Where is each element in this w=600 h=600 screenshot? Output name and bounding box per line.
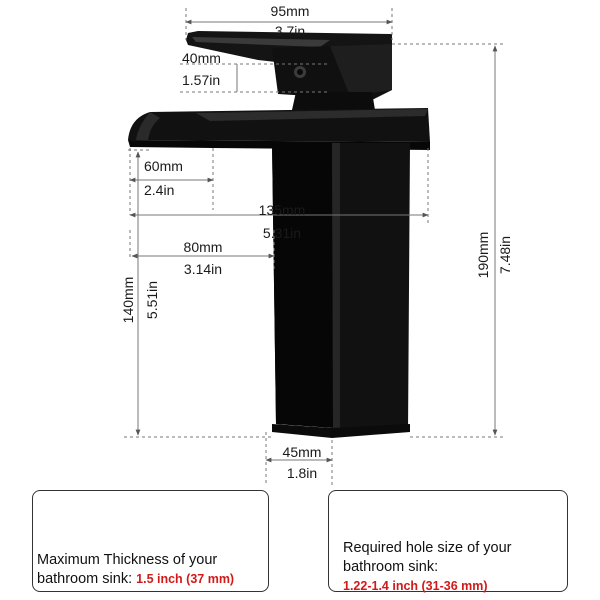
thickness-line1: Maximum Thickness of your [37,552,218,568]
spout-height-mm-label: 140mm [120,277,136,324]
width-top-in-label: 3.7in [275,23,305,39]
base-width-mm-label: 45mm [283,444,322,460]
thickness-line2: bathroom sink: [37,571,137,587]
base-width-in-label: 1.8in [287,465,317,481]
total-depth-in-label: 5.31in [263,225,301,241]
spout-reach-mm-label: 60mm [144,158,183,174]
hole-value: 1.22-1.4 inch (31-36 mm) [343,579,488,593]
dimension-lines [124,8,505,485]
body-offset-in-label: 3.14in [184,261,222,277]
handle-height-mm-label: 40mm [182,50,221,66]
spout-reach-in-label: 2.4in [144,182,174,198]
total-height-mm-label: 190mm [475,232,491,279]
sink-thickness-box: Maximum Thickness of your bathroom sink:… [32,490,269,592]
hole-line2: bathroom sink: [343,559,439,575]
width-top-mm-label: 95mm [271,3,310,19]
handle-height-in-label: 1.57in [182,72,220,88]
hole-line1: Required hole size of your [343,540,512,556]
total-height-in-label: 7.48in [497,236,513,274]
sink-hole-box: Required hole size of your bathroom sink… [328,490,568,593]
body-offset-mm-label: 80mm [184,239,223,255]
dimension-labels: 95mm 3.7in 40mm 1.57in 60mm 2.4in 135mm … [120,3,513,481]
thickness-value: 1.5 inch (37 mm) [136,572,235,586]
total-depth-mm-label: 135mm [259,202,306,218]
faucet-base [272,424,410,438]
spout-height-in-label: 5.51in [144,281,160,319]
faucet-collar [292,92,375,110]
